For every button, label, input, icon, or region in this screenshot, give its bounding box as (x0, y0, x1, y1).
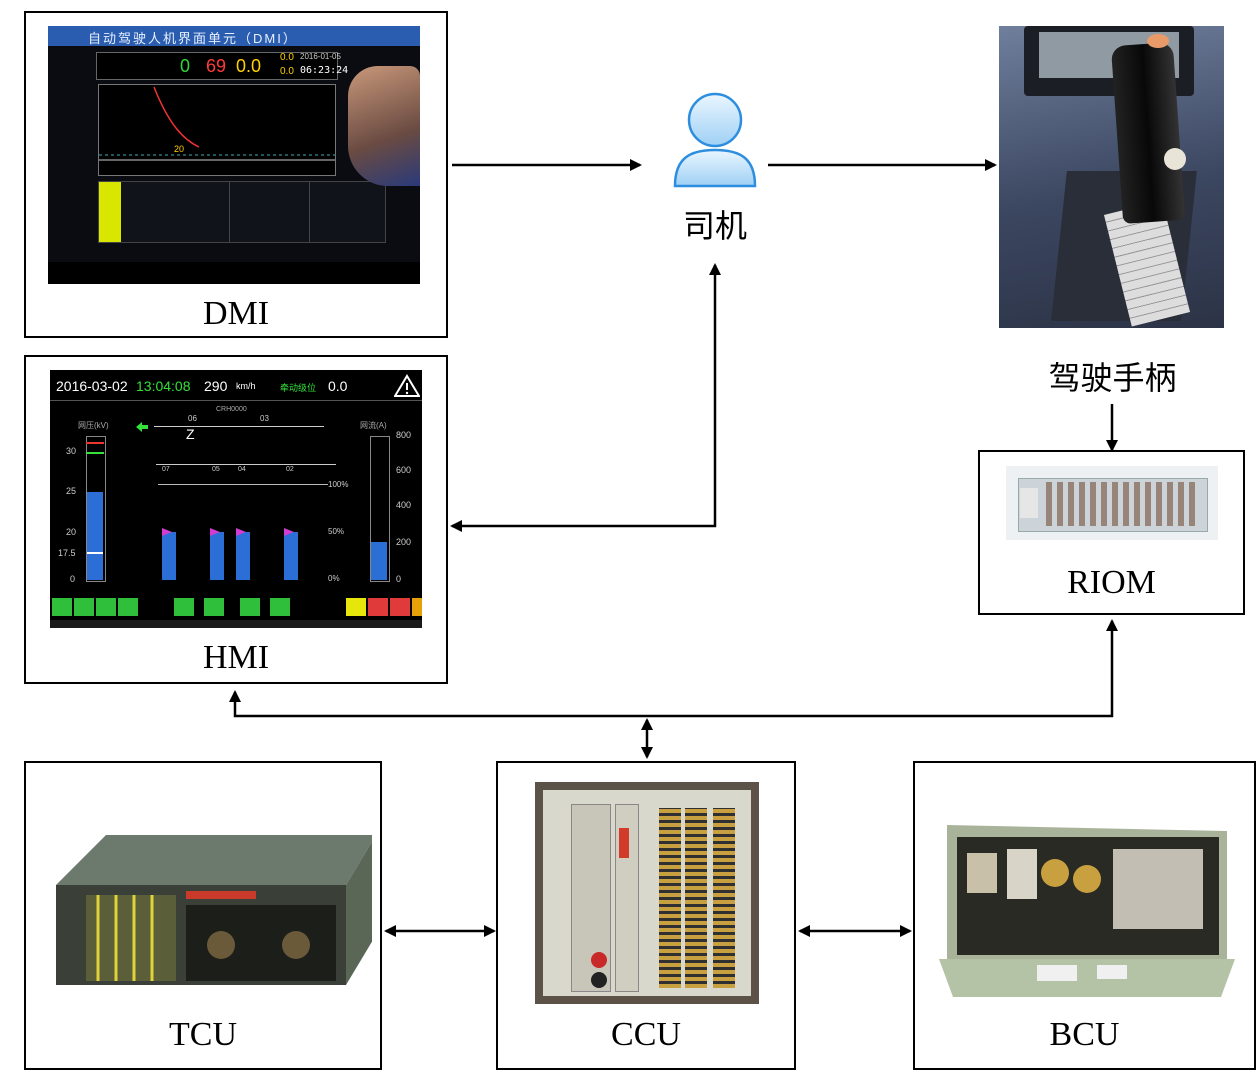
curr-tick: 600 (396, 465, 412, 475)
dmi-screen-image: 自动驾驶人机界面单元（DMI） 0 69 0.0 0.0 0.0 2016-01… (48, 26, 420, 284)
hmi-button[interactable] (52, 598, 72, 616)
hmi-speed: 290 (204, 378, 228, 394)
dmi-speed-limit: 0.0 (236, 56, 262, 76)
hmi-button[interactable] (240, 598, 260, 616)
hmi-button[interactable] (96, 598, 116, 616)
hmi-button[interactable] (270, 598, 290, 616)
hmi-level: 0.0 (328, 378, 348, 394)
hmi-current-label: 网流(A) (360, 421, 387, 430)
traction-bar (236, 532, 250, 580)
dmi-distance-m: 0.0 (280, 66, 294, 77)
car-mid-label: 05 (212, 466, 220, 473)
warning-icon (394, 374, 420, 397)
bcu-box: BCU (913, 761, 1256, 1070)
hmi-train-id: CRH0000 (216, 406, 247, 413)
pct-tick: 100% (328, 480, 349, 489)
green-arrow-icon (136, 422, 148, 432)
hmi-button[interactable] (74, 598, 94, 616)
dmi-banner (48, 26, 420, 46)
dmi-info-table (98, 181, 386, 243)
pct-tick: 0% (328, 574, 340, 583)
driver-icon (673, 92, 757, 188)
hmi-button-row (50, 596, 422, 618)
riom-label: RIOM (1067, 564, 1156, 601)
hmi-button[interactable] (412, 598, 422, 616)
hmi-button[interactable] (368, 598, 388, 616)
car-mid-label: 04 (238, 466, 246, 473)
dmi-curve (99, 86, 335, 161)
tcu-image (46, 795, 372, 995)
pct-tick: 50% (328, 527, 345, 536)
dmi-distance-a: 0.0 (280, 52, 294, 63)
dmi-speed-current: 69 (206, 56, 227, 76)
hmi-button[interactable] (390, 598, 410, 616)
hmi-current-bar (371, 542, 387, 580)
volt-tick: 20 (66, 527, 77, 537)
riom-image (1006, 466, 1218, 540)
dmi-hand (348, 66, 420, 186)
dmi-status-bar (96, 52, 338, 80)
hmi-date: 2016-03-02 (56, 378, 128, 394)
dmi-curve-value: 20 (174, 144, 185, 154)
dmi-date: 2016-01-05 (300, 52, 341, 61)
bcu-label: BCU (1049, 1016, 1120, 1053)
dmi-label: DMI (202, 295, 270, 332)
volt-tick: 25 (66, 486, 77, 496)
hmi-voltage-bar (87, 492, 103, 580)
hmi-box: 2016-03-02 13:04:08 290 km/h 牵动级位 0.0 网压… (24, 355, 448, 684)
hmi-current-bar-frame (370, 436, 390, 582)
handle-label: 驾驶手柄 (1048, 359, 1177, 397)
curr-tick: 400 (396, 500, 412, 510)
volt-tick: 30 (66, 446, 77, 456)
volt-tick: 0 (70, 574, 76, 584)
hmi-button[interactable] (174, 598, 194, 616)
dmi-time: 06:23:24 (300, 65, 349, 76)
hmi-voltage-label: 网压(kV) (78, 421, 109, 430)
car-top-label: 03 (260, 414, 269, 423)
arrow-hmi-bus-riom (229, 619, 1118, 718)
dmi-speed-target: 0 (180, 56, 191, 76)
ccu-image (535, 782, 759, 1004)
tcu-cabinet-graphic (56, 835, 372, 985)
dmi-curve-panel (98, 84, 336, 176)
traction-bar (284, 532, 298, 580)
driver-node: 司机 (665, 88, 765, 258)
dmi-banner-text: 自动驾驶人机界面单元（DMI） (88, 31, 298, 46)
car-top-label: 06 (188, 414, 197, 423)
hmi-button[interactable] (346, 598, 366, 616)
hmi-button[interactable] (204, 598, 224, 616)
traction-bar (210, 532, 224, 580)
hmi-voltage-bar-frame (86, 436, 106, 582)
dmi-softkey-bar (48, 262, 420, 284)
curr-tick: 0 (396, 574, 402, 584)
pantograph-symbol: Z (186, 426, 195, 442)
tcu-label: TCU (169, 1016, 237, 1053)
traction-bar (162, 532, 176, 580)
dmi-box: 自动驾驶人机界面单元（DMI） 0 69 0.0 0.0 0.0 2016-01… (24, 11, 448, 338)
curr-tick: 800 (396, 430, 412, 440)
ccu-label: CCU (611, 1016, 681, 1053)
tcu-box: TCU (24, 761, 382, 1070)
hmi-speed-unit: km/h (236, 381, 256, 391)
hmi-screen-image: 2016-03-02 13:04:08 290 km/h 牵动级位 0.0 网压… (50, 370, 422, 628)
hmi-mode: 牵动级位 (280, 383, 317, 393)
hmi-label: HMI (202, 639, 270, 676)
driver-label: 司机 (682, 207, 747, 245)
ccu-box: CCU (496, 761, 796, 1070)
hmi-time: 13:04:08 (136, 378, 191, 394)
riom-box: RIOM (978, 450, 1245, 615)
arrow-driver-hmi (450, 263, 721, 532)
car-mid-label: 02 (286, 466, 294, 473)
car-mid-label: 07 (162, 466, 170, 473)
curr-tick: 200 (396, 537, 412, 547)
bcu-cabinet-graphic (939, 825, 1235, 997)
handle-image (999, 26, 1224, 328)
bcu-image (937, 819, 1237, 999)
volt-tick: 17.5 (58, 548, 76, 558)
hmi-button[interactable] (118, 598, 138, 616)
